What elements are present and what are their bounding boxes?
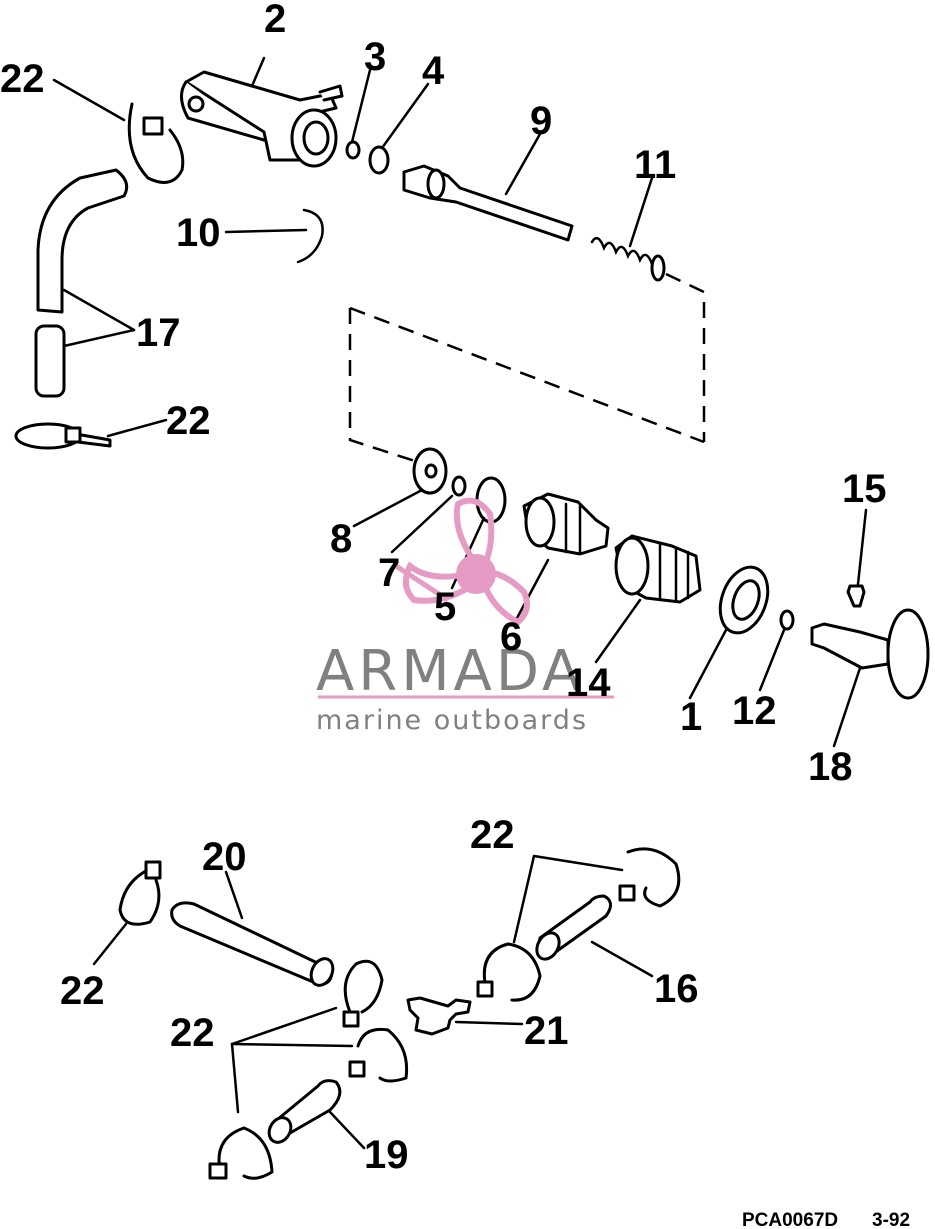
callout-14: 14 xyxy=(566,661,611,705)
part-16-hose xyxy=(535,894,612,961)
callout-8: 8 xyxy=(330,517,352,561)
callout-22-bottom-center: 22 xyxy=(170,1011,215,1055)
callout-12: 12 xyxy=(732,689,777,733)
dashed-assembly-bracket xyxy=(348,272,706,464)
figure-code: PCA0067D xyxy=(742,1210,838,1229)
part-20-hose xyxy=(170,901,335,987)
part-4-oring xyxy=(368,145,390,175)
part-14-nut xyxy=(614,534,702,604)
callout-22-bottom-left: 22 xyxy=(60,969,105,1013)
part-22-clamp-top-left xyxy=(127,102,185,184)
watermark-name: ARMADA xyxy=(316,639,584,704)
callout-19: 19 xyxy=(364,1133,409,1177)
part-22-clamp-bottom-center xyxy=(348,1027,409,1083)
figure-date: 3-92 xyxy=(872,1210,910,1229)
callout-10: 10 xyxy=(176,211,221,255)
armada-watermark: ARMADA marine outboards xyxy=(316,497,614,736)
part-7-oring-small xyxy=(451,475,467,497)
callout-21: 21 xyxy=(524,1009,569,1053)
callout-15: 15 xyxy=(842,467,887,511)
part-12-oring xyxy=(779,609,795,631)
part-9-shaft xyxy=(402,164,574,242)
callout-22-top-left: 22 xyxy=(0,57,45,101)
propeller-icon xyxy=(394,497,530,626)
propeller-fan-line xyxy=(394,563,450,603)
part-22-clamp-right-lower xyxy=(476,942,542,1002)
callout-9: 9 xyxy=(530,99,552,143)
part-19-hose xyxy=(267,1079,342,1144)
part-10-clip xyxy=(296,208,324,264)
callout-22-mid-left: 22 xyxy=(166,399,211,443)
propeller-blade-right xyxy=(480,568,530,626)
part-22-clamp-bottom-lower xyxy=(208,1126,274,1180)
part-18-knob xyxy=(810,608,930,700)
propeller-hub xyxy=(456,554,496,594)
callout-18: 18 xyxy=(808,745,853,789)
callout-1: 1 xyxy=(680,695,702,739)
callout-2: 2 xyxy=(264,0,286,41)
propeller-blade-top xyxy=(453,497,495,568)
part-17-hose-lower xyxy=(34,324,66,398)
part-1-cam-ring xyxy=(718,565,770,635)
callout-11: 11 xyxy=(634,143,676,187)
part-22-clamp-bottom-left xyxy=(118,860,162,926)
callout-22-bottom-top: 22 xyxy=(470,813,515,857)
part-17-hose-upper xyxy=(36,168,129,314)
part-8-washer xyxy=(412,447,448,495)
leader-lines xyxy=(52,56,868,1150)
callout-17: 17 xyxy=(136,311,181,355)
part-21-tee-fitting xyxy=(406,996,472,1036)
part-22-clamp-right-upper xyxy=(618,847,681,908)
part-3-oring-small xyxy=(345,140,361,160)
callout-20: 20 xyxy=(202,835,247,879)
part-11-spring xyxy=(590,236,666,282)
part-6-valve-body xyxy=(522,492,610,556)
callout-4: 4 xyxy=(422,49,445,93)
figure-footer: PCA0067D 3-92 xyxy=(742,1210,910,1229)
part-2-housing xyxy=(180,70,344,168)
callout-16: 16 xyxy=(654,967,699,1011)
part-22-clamp-bottom-center-top xyxy=(342,959,384,1028)
callout-numbers: 2 3 4 9 11 22 10 17 22 8 7 5 6 14 1 12 1… xyxy=(0,0,887,1177)
part-15-screw xyxy=(846,584,866,608)
part-22-clamp-mid-left xyxy=(14,422,112,450)
callout-3: 3 xyxy=(364,35,386,79)
callout-6: 6 xyxy=(500,615,522,659)
callout-5: 5 xyxy=(434,585,456,629)
watermark-tagline: marine outboards xyxy=(316,705,588,736)
callout-7: 7 xyxy=(378,551,400,595)
